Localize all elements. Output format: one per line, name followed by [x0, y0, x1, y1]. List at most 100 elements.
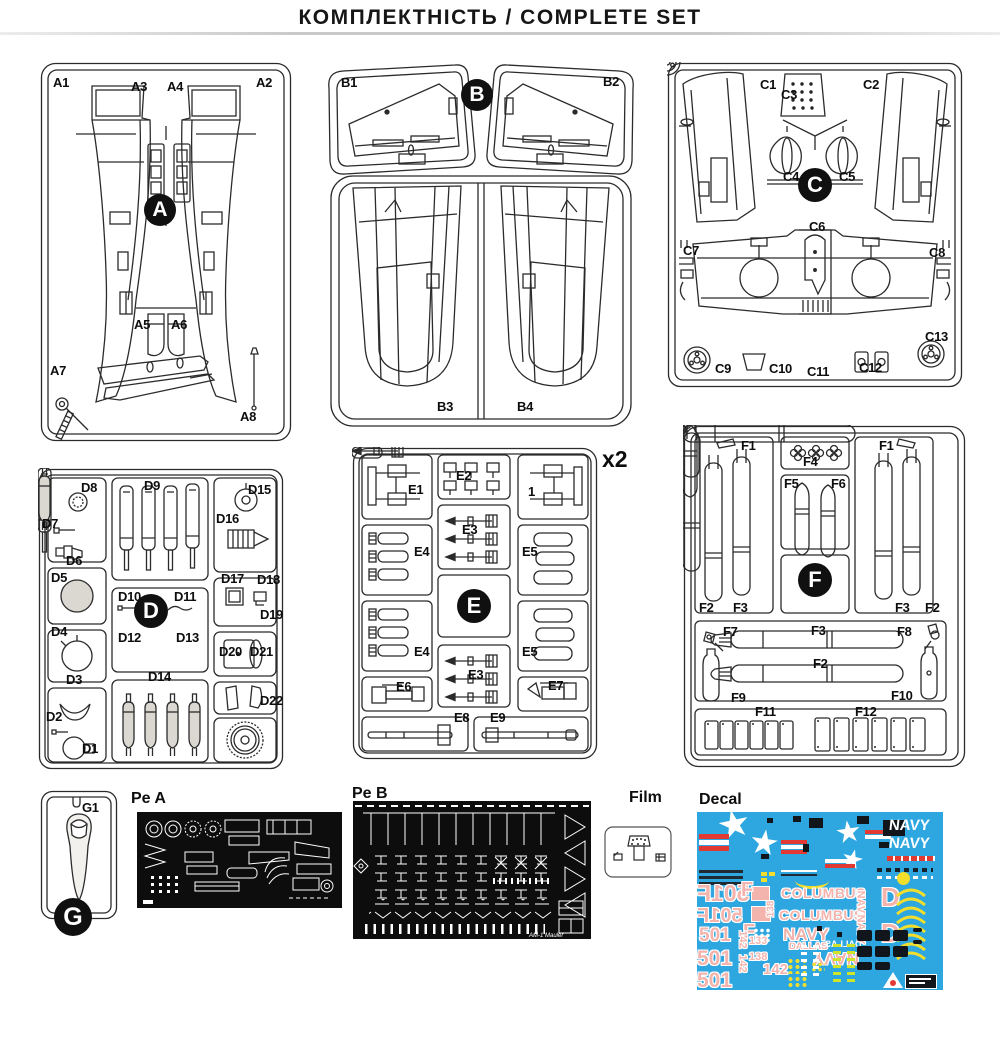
part-label-a7: A7	[50, 363, 67, 378]
decal-black-detail	[761, 854, 769, 859]
decal-black-panel	[893, 930, 908, 941]
decal-black-detail	[913, 928, 922, 932]
decal-sheet: ★ ★ ★ ★ NAVY NAVY	[697, 812, 943, 990]
sprue-e-badge: E	[457, 589, 491, 623]
decal-logo-line	[909, 982, 925, 984]
part-label-f7: F7	[723, 624, 738, 639]
decal-black-detail	[879, 842, 889, 848]
part-label-c12: C12	[859, 360, 882, 375]
decal-code-501f-mirrored: 501F	[697, 905, 743, 927]
part-label-d9: D9	[144, 478, 161, 493]
decal-code-501: 501	[697, 947, 733, 970]
part-label-c6: C6	[809, 219, 826, 234]
part-label-b3: B3	[437, 399, 454, 414]
sprue-c: C1 C3 C2 C4 C5 C6 C7 C8 C13 C9 C10 C11 C…	[667, 62, 963, 388]
part-label-f11: F11	[755, 704, 776, 719]
part-label-d16: D16	[216, 511, 239, 526]
decal-black-panel	[857, 930, 872, 941]
part-label-f1: F1	[741, 438, 756, 453]
part-label-d17: D17	[221, 571, 244, 586]
decal-black-detail	[817, 926, 822, 931]
insignia-stripe	[825, 864, 855, 868]
pe-a-fret	[137, 812, 342, 913]
film-sheet	[604, 826, 672, 883]
pe-b-fret: AM-1 Mauler	[353, 801, 591, 944]
part-label-d15: D15	[248, 482, 271, 497]
decal-code-142-vertical: 142	[736, 930, 749, 949]
part-label-c2: C2	[863, 77, 880, 92]
decal-black-panel	[875, 946, 890, 957]
decal-black-detail	[857, 816, 869, 824]
sprue-g-badge: G	[54, 898, 92, 936]
part-label-d13: D13	[176, 630, 199, 645]
part-label-f6: F6	[831, 476, 846, 491]
part-label-a2: A2	[256, 75, 273, 90]
part-label-a6: A6	[171, 317, 188, 332]
part-label-f1b: F1	[879, 438, 894, 453]
decal-black-panel	[875, 962, 890, 970]
decal-navy-text: NAVY	[888, 835, 931, 852]
part-label-e-one: 1	[528, 484, 535, 499]
decal-white-dots	[753, 928, 771, 942]
decal-code-138-vertical: 138	[765, 900, 777, 918]
part-label-c1: C1	[760, 77, 777, 92]
part-label-a5: A5	[134, 317, 151, 332]
part-label-e4: E4	[414, 544, 430, 559]
sprue-a: A1 A3 A4 A2 A5 A6 A7 A8	[40, 62, 292, 442]
sprue-c-badge: C	[798, 168, 832, 202]
sprue-d-art	[38, 468, 284, 770]
decal-walkway-stripe	[699, 870, 743, 873]
part-label-c4: C4	[783, 169, 800, 184]
decal-dashed-strip	[887, 856, 935, 861]
pe-b-label: Pe B	[352, 785, 388, 802]
decal-code-501: 501	[697, 969, 733, 990]
part-label-d8: D8	[81, 480, 98, 495]
sprue-b-badge: B	[461, 79, 493, 111]
decal-yellow-circle	[897, 872, 910, 885]
part-label-f8: F8	[897, 624, 912, 639]
decal-tick-column	[833, 942, 841, 982]
part-label-a8: A8	[240, 409, 257, 424]
part-label-d19: D19	[260, 607, 283, 622]
part-label-d1: D1	[82, 741, 99, 756]
decal-navy-text: NAVY	[888, 817, 931, 834]
sprue-g: G1	[40, 790, 118, 920]
insignia-stripe	[699, 846, 729, 851]
decal-pink-square	[751, 906, 771, 922]
decal-columbus-text: COLUMBUS	[781, 885, 866, 901]
part-label-d6: D6	[66, 553, 83, 568]
part-label-d2: D2	[46, 709, 63, 724]
part-label-a1: A1	[53, 75, 70, 90]
decal-pink-square	[751, 886, 770, 901]
insignia-stripe	[699, 840, 729, 845]
sprue-f-badge: F	[798, 563, 832, 597]
decal-letter-f: F	[741, 879, 754, 901]
insignia-stripe	[781, 850, 807, 854]
part-label-e9: E9	[490, 710, 506, 725]
sprue-e: E1 E2 1 E3 E4 E5 E4 E5 E3 E6 E7 E8 E9	[352, 447, 598, 760]
part-label-e1: E1	[408, 482, 424, 497]
decal-black-panel	[893, 946, 908, 957]
pe-b-art: AM-1 Mauler	[353, 801, 591, 939]
decal-code-142-vertical: 142	[736, 954, 749, 973]
part-label-d7: D7	[42, 516, 59, 531]
part-label-e6: E6	[396, 679, 412, 694]
decal-yellow-arc	[795, 872, 829, 889]
part-label-b1: B1	[341, 75, 358, 90]
pe-a-label: Pe A	[131, 790, 166, 807]
decal-pinstripe	[781, 870, 817, 872]
part-label-c7: C7	[683, 243, 700, 258]
decal-black-panel	[857, 946, 872, 957]
part-label-d11: D11	[174, 589, 197, 604]
part-label-c13: C13	[925, 329, 948, 344]
part-label-e8: E8	[454, 710, 470, 725]
part-label-f2c: F2	[813, 656, 828, 671]
insignia-stripe	[865, 835, 891, 839]
film-art	[604, 826, 672, 878]
insignia-stripe	[825, 859, 855, 863]
part-label-a4: A4	[167, 79, 184, 94]
decal-walkway-stripe	[699, 882, 743, 885]
part-label-f4: F4	[803, 454, 818, 469]
decal-tick-column	[801, 940, 807, 976]
film-label: Film	[629, 789, 662, 806]
